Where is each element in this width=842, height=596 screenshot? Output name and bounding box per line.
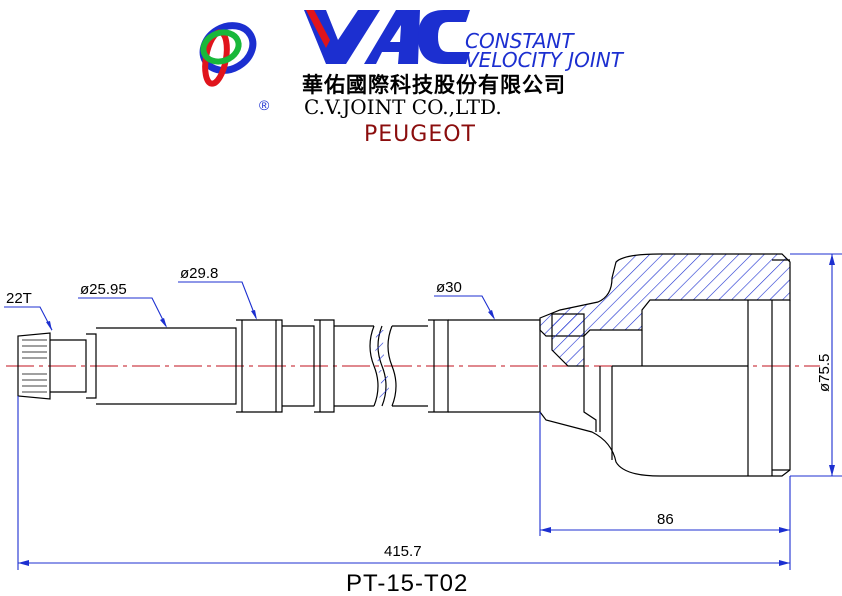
seal-diameter-label: ø29.8 [180,265,218,282]
spline-teeth-lines [22,339,47,393]
tagline-constant: CONSTANT [465,29,575,53]
shaft-section-29-8 [236,319,283,413]
shaft-drawing [17,319,541,413]
inner-diameter-label: ø30 [436,279,462,296]
cv-joint-housing [539,253,791,477]
tagline-velocity-joint: VELOCITY JOINT [465,48,625,72]
dim-spline-teeth: 22T [4,290,53,331]
company-logo: ® CONSTANT VELOCITY JOINT [199,10,625,113]
housing-section-hatched [539,253,791,337]
registered-mark: ® [259,97,270,113]
vac-wordmark [304,10,470,64]
dim-housing-diameter: ø75.5 [790,253,842,477]
housing-diameter-label: ø75.5 [816,354,833,392]
company-name-english: C.V.JOINT CO.,LTD. [304,95,502,119]
shaft-diameter-label: ø25.95 [80,281,127,298]
vehicle-make: PEUGEOT [364,122,476,147]
dim-shaft-diameter: ø25.95 [78,281,167,328]
overall-length-label: 415.7 [384,543,422,560]
dim-overall-length: 415.7 [17,396,790,570]
rings-icon [199,22,257,87]
dim-housing-length: 86 [539,412,791,570]
dim-inner-diameter: ø30 [434,279,495,320]
spline-teeth-label: 22T [6,290,32,307]
shaft-section-25-95 [96,327,237,405]
dim-seal-diameter: ø29.8 [178,265,257,320]
spline-end [17,332,51,400]
housing-length-label: 86 [657,511,674,528]
part-number: PT-15-T02 [346,570,468,596]
company-name-chinese: 華佑國際科技股份有限公司 [302,72,566,97]
shaft-section-30 [448,319,541,413]
